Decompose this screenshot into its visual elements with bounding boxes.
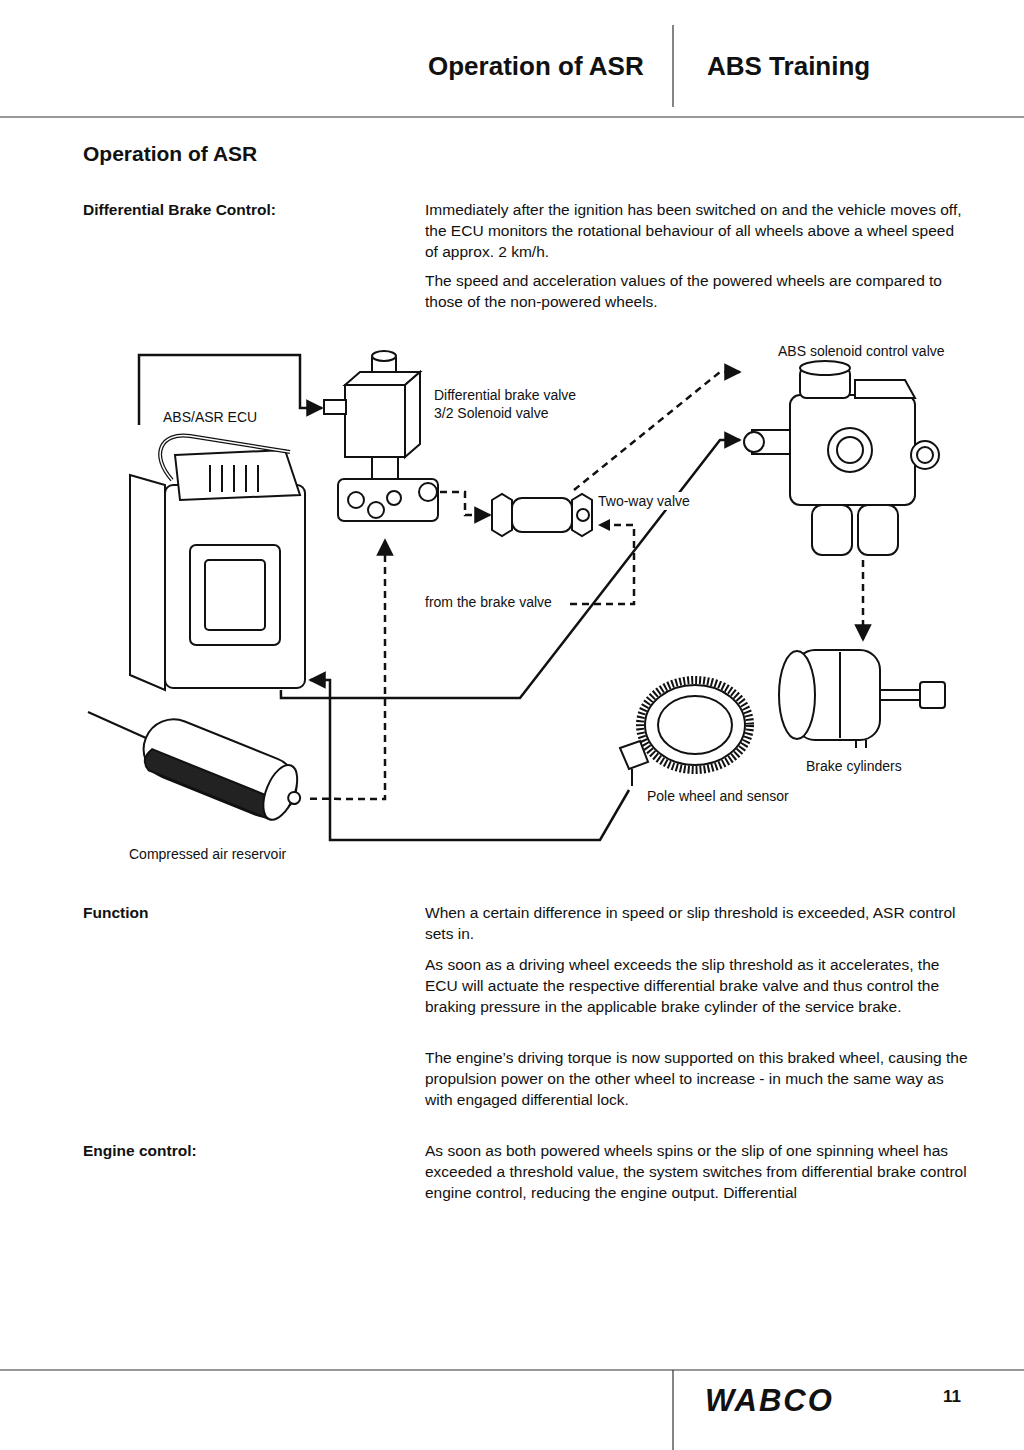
part-label-wrap: from the brake valve <box>425 593 552 611</box>
page-number: 11 <box>943 1386 961 1408</box>
two-way-valve-illustration <box>492 494 592 536</box>
solenoid-valve-illustration <box>324 351 438 521</box>
part-label: ABS solenoid control valve <box>778 342 945 360</box>
air-line <box>862 560 865 640</box>
part-label-wrap: Brake cylinders <box>806 757 902 775</box>
side-heading: Differential Brake Control: <box>83 199 276 220</box>
page-number-wrap: 11 <box>943 1386 961 1408</box>
part-label: Compressed air reservoir <box>129 845 286 863</box>
part-label-wrap: Two-way valve <box>598 492 690 510</box>
component-node: Pole wheel and sensor <box>615 675 755 790</box>
part-label: Pole wheel and sensor <box>647 787 789 805</box>
side-heading: Engine control: <box>83 1140 197 1161</box>
air-line <box>440 492 490 515</box>
page-rules <box>0 25 1024 1450</box>
side-heading-wrap: Differential Brake Control: <box>83 199 276 220</box>
brand-logo: WABCO <box>705 1383 834 1419</box>
part-label-wrap: Compressed air reservoir <box>129 845 286 863</box>
brand-logo-wrap: WABCO <box>705 1383 834 1419</box>
signal-wire <box>310 680 629 840</box>
paragraph: When a certain difference in speed or sl… <box>425 902 970 944</box>
paragraph: As soon as both powered wheels spins or … <box>425 1140 970 1203</box>
section-heading: Operation of ASR <box>83 141 257 167</box>
part-label-wrap: ABS/ASR ECU <box>163 408 257 426</box>
paragraph: Immediately after the ignition has been … <box>425 199 970 262</box>
paragraph-wrap: Immediately after the ignition has been … <box>425 199 970 262</box>
header-title: ABS Training <box>707 50 870 82</box>
part-label-wrap: Pole wheel and sensor <box>647 787 789 805</box>
header-title-wrap: ABS Training <box>707 50 870 82</box>
air-line <box>310 540 385 799</box>
part-label: ABS/ASR ECU <box>163 408 257 426</box>
paragraph-wrap: The engine’s driving torque is now suppo… <box>425 1047 970 1110</box>
header-title-wrap: Operation of ASR <box>428 50 644 82</box>
paragraph-wrap: As soon as both powered wheels spins or … <box>425 1140 970 1203</box>
section-heading-wrap: Operation of ASR <box>83 141 257 167</box>
paragraph-wrap: The speed and acceleration values of the… <box>425 270 970 312</box>
side-heading-wrap: Engine control: <box>83 1140 197 1161</box>
part-label-wrap: Differential brake valve 3/2 Solenoid va… <box>434 386 599 422</box>
signal-wire <box>281 440 740 698</box>
part-label-wrap: ABS solenoid control valve <box>778 342 945 360</box>
paragraph: The engine’s driving torque is now suppo… <box>425 1047 970 1110</box>
header-title: Operation of ASR <box>428 50 644 82</box>
paragraph: As soon as a driving wheel exceeds the s… <box>425 954 970 1017</box>
side-heading-wrap: Function <box>83 902 148 923</box>
component-node: ABS/ASR ECU <box>120 425 310 690</box>
part-label: Two-way valve <box>598 492 690 510</box>
abs-valve-illustration <box>744 361 939 555</box>
pole-wheel-illustration <box>620 680 750 786</box>
paragraph: The speed and acceleration values of the… <box>425 270 970 312</box>
signal-wire <box>139 355 322 425</box>
component-node: Compressed air reservoir <box>130 705 310 830</box>
paragraph-wrap: When a certain difference in speed or sl… <box>425 902 970 944</box>
reservoir-illustration <box>88 710 311 828</box>
part-label: Brake cylinders <box>806 757 902 775</box>
part-label: Differential brake valve 3/2 Solenoid va… <box>434 386 599 422</box>
paragraph-wrap: As soon as a driving wheel exceeds the s… <box>425 954 970 1017</box>
ecu-illustration <box>130 436 305 690</box>
side-heading: Function <box>83 902 148 923</box>
brake-cylinder-illustration <box>779 650 945 748</box>
component-node: ABS solenoid control valve <box>740 360 945 560</box>
component-node: Differential brake valve 3/2 Solenoid va… <box>322 350 440 540</box>
component-node: Two-way valve <box>490 490 595 540</box>
component-node: Brake cylinders <box>775 640 950 750</box>
part-label: from the brake valve <box>425 593 552 611</box>
